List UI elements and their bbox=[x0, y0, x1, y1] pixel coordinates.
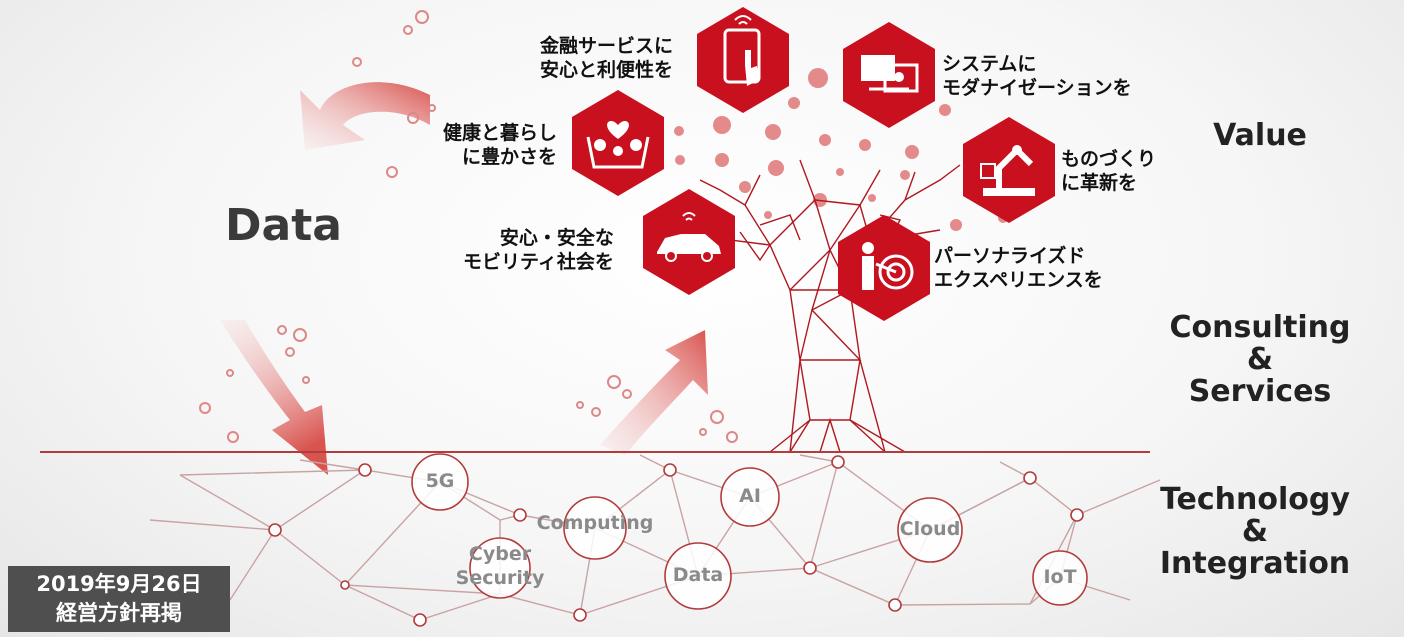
cycle-arrow-up bbox=[600, 330, 708, 455]
value-caption-finance: 金融サービスに 安心と利便性を bbox=[540, 34, 673, 82]
caption-line: モダナイゼーションを bbox=[942, 77, 1132, 99]
family-health-icon bbox=[572, 90, 664, 196]
technology-circles bbox=[411, 453, 1088, 610]
cycle-arrow-down bbox=[220, 320, 328, 475]
floating-bubbles bbox=[199, 10, 738, 443]
tech-label-iot: IoT bbox=[1043, 566, 1077, 588]
caption-line: エクスペリエンスを bbox=[934, 269, 1103, 291]
caption-line: パーソナライズド bbox=[934, 245, 1086, 267]
caption-line: 金融サービスに bbox=[540, 35, 674, 57]
value-caption-system: システムに モダナイゼーションを bbox=[942, 52, 1132, 100]
layer-line: Consulting bbox=[1169, 310, 1351, 345]
date-badge-note: 経営方針再掲 bbox=[56, 601, 182, 625]
system-modernization-icon bbox=[843, 22, 935, 128]
cycle-arrow-top bbox=[300, 82, 430, 150]
layer-line: Services bbox=[1188, 374, 1332, 409]
value-caption-health: 健康と暮らし に豊かさを bbox=[443, 121, 557, 169]
connected-car-icon bbox=[643, 189, 735, 295]
tech-label-5g: 5G bbox=[425, 470, 455, 492]
caption-line: に豊かさを bbox=[462, 146, 558, 168]
layer-label-consulting: Consulting & Services bbox=[1160, 312, 1360, 408]
tech-label-computing: Computing bbox=[536, 512, 654, 534]
tech-label-data: Data bbox=[672, 564, 724, 586]
value-caption-mobility: 安心・安全な モビリティ社会を bbox=[463, 226, 614, 274]
caption-line: 安心・安全な bbox=[499, 227, 614, 249]
layer-label-value: Value bbox=[1213, 118, 1307, 153]
tech-label-cyber-security: Cyber Security bbox=[455, 543, 545, 589]
date-badge: 2019年9月26日 経営方針再掲 bbox=[8, 566, 230, 632]
smartphone-finance-icon bbox=[697, 7, 789, 113]
date-badge-date: 2019年9月26日 bbox=[36, 572, 202, 596]
layer-line: Integration bbox=[1159, 546, 1351, 581]
layer-line: Technology bbox=[1160, 482, 1350, 517]
caption-line: ものづくり bbox=[1061, 148, 1157, 170]
person-target-icon bbox=[838, 215, 930, 321]
layer-line: & bbox=[1241, 514, 1269, 549]
caption-line: 健康と暮らし bbox=[443, 122, 558, 144]
value-caption-experience: パーソナライズド エクスペリエンスを bbox=[934, 244, 1103, 292]
robot-arm-icon bbox=[963, 117, 1055, 223]
caption-line: モビリティ社会を bbox=[463, 251, 614, 273]
value-caption-manufacturing: ものづくり に革新を bbox=[1061, 147, 1156, 195]
caption-line: に革新を bbox=[1061, 172, 1138, 194]
data-title: Data bbox=[225, 200, 342, 251]
network-nodes bbox=[268, 455, 1084, 627]
caption-line: 安心と利便性を bbox=[540, 59, 674, 81]
layer-line: & bbox=[1246, 342, 1274, 377]
tech-label-ai: AI bbox=[739, 485, 761, 507]
caption-line: システムに bbox=[942, 53, 1037, 75]
layer-label-technology: Technology & Integration bbox=[1150, 484, 1360, 580]
tech-label-cloud: Cloud bbox=[899, 518, 961, 540]
